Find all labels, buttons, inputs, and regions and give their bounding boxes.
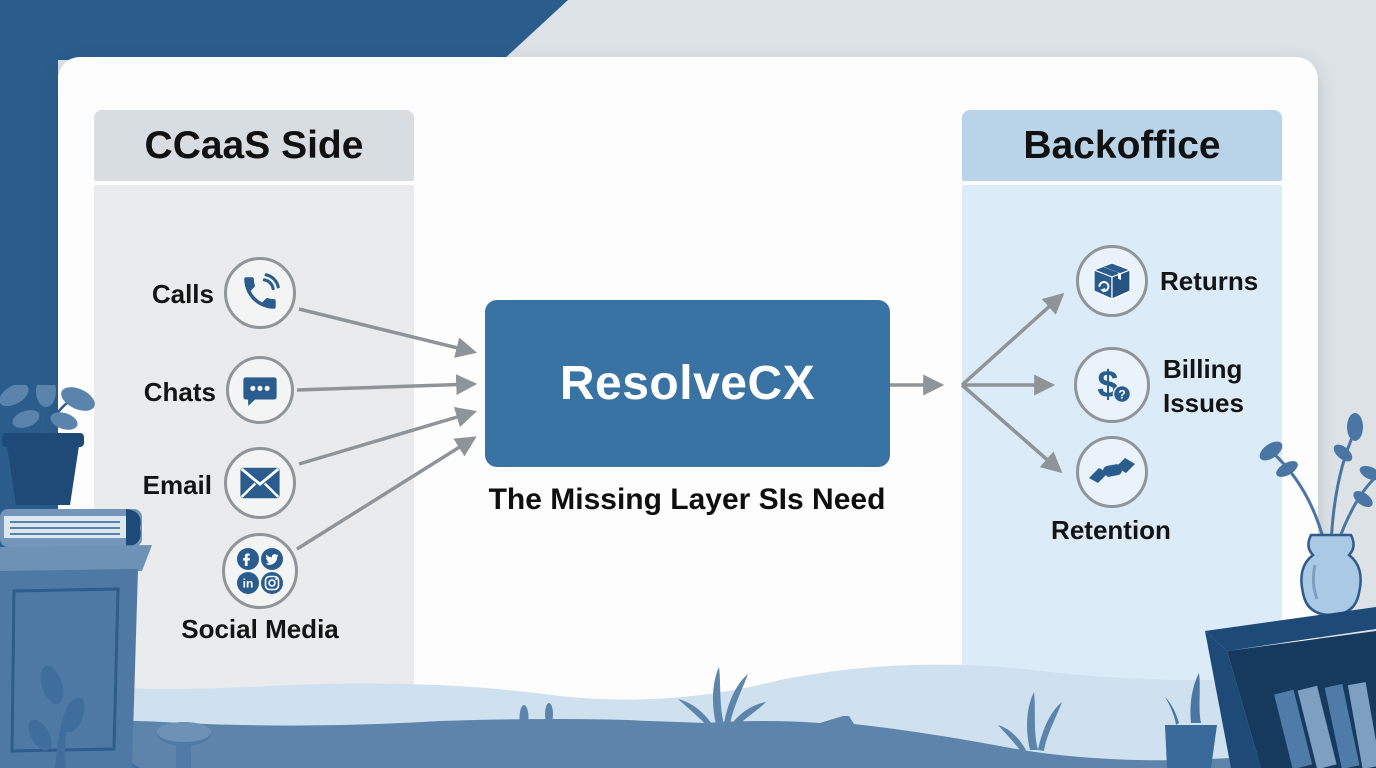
cabinet-illustration <box>0 545 152 768</box>
plant-pot-illustration <box>0 385 95 505</box>
chat-bubble-icon <box>243 377 277 406</box>
resolvecx-box: ResolveCX <box>485 300 890 467</box>
billing-question-icon: $ ? <box>1097 364 1132 406</box>
retention-label: Retention <box>1051 515 1171 545</box>
book-illustration <box>0 509 142 547</box>
books-illustration <box>1274 682 1376 768</box>
returns-circle <box>1076 245 1148 317</box>
social-media-icon: in <box>237 548 283 594</box>
ccaas-panel-title: CCaaS Side <box>144 123 364 167</box>
email-circle <box>224 447 296 519</box>
social-media-circle: in <box>222 533 298 609</box>
phone-icon <box>244 273 280 309</box>
instagram-icon <box>261 572 283 594</box>
svg-text:in: in <box>243 577 254 591</box>
chats-circle <box>226 356 294 424</box>
chats-label: Chats <box>143 377 216 407</box>
calls-circle <box>224 257 296 329</box>
vase-plant-illustration <box>1259 413 1376 617</box>
svg-text:?: ? <box>1118 388 1125 402</box>
envelope-icon <box>240 467 280 499</box>
calls-label: Calls <box>151 279 214 309</box>
returns-label: Returns <box>1160 266 1259 296</box>
resolvecx-label: ResolveCX <box>559 357 816 410</box>
ccaas-panel-header: CCaaS Side <box>94 110 414 181</box>
backoffice-panel-header: Backoffice <box>962 110 1282 181</box>
shelf-illustration <box>1205 607 1376 768</box>
email-label: Email <box>142 470 212 500</box>
social-media-label: Social Media <box>181 614 339 644</box>
right-corner-decoration <box>1165 413 1376 768</box>
small-pot-illustration <box>1165 673 1217 768</box>
mushroom-shape <box>157 722 211 768</box>
tagline: The Missing Layer SIs Need <box>488 483 886 516</box>
linkedin-icon <box>237 572 259 594</box>
ground-shape <box>0 667 1376 768</box>
billing-circle: $ ? <box>1074 347 1150 423</box>
billing-issues-label: Billing Issues <box>1163 354 1244 418</box>
package-return-icon <box>1092 262 1132 300</box>
backoffice-panel-title: Backoffice <box>1023 123 1221 167</box>
left-corner-decoration <box>0 385 152 768</box>
handshake-icon <box>1089 458 1135 483</box>
retention-circle <box>1076 436 1148 508</box>
